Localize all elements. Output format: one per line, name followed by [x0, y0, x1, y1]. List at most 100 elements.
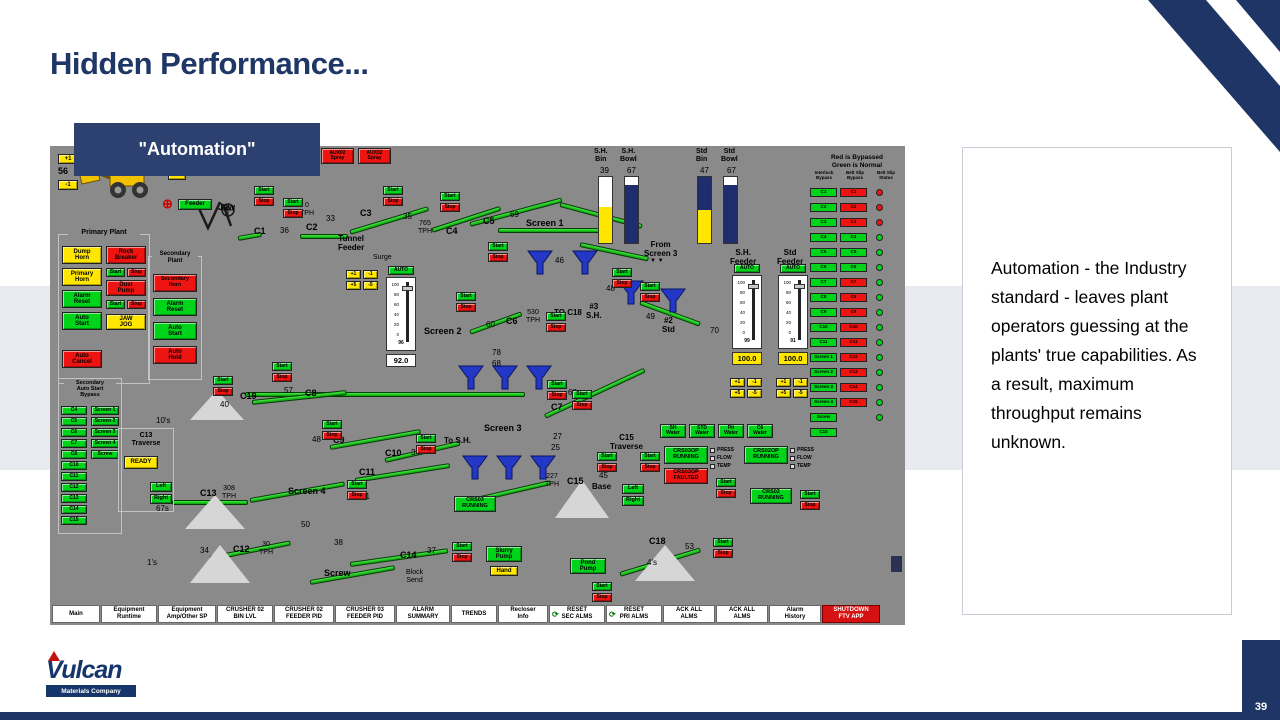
btn-stop[interactable]: Stop: [716, 489, 736, 498]
btn-1[interactable]: +1: [346, 270, 361, 279]
interlock-bypass-cell[interactable]: C15: [810, 428, 837, 437]
btn-start[interactable]: Start: [713, 538, 733, 547]
btn-stop[interactable]: Stop: [283, 209, 303, 218]
btn-auto-start[interactable]: Auto Start: [153, 322, 197, 340]
btn-secondary-horn[interactable]: Secondary Horn: [153, 274, 197, 292]
btn-c5[interactable]: C5: [61, 417, 87, 426]
belt-slip-bypass-cell[interactable]: C3: [840, 218, 867, 227]
btn-c15[interactable]: C15: [61, 516, 87, 525]
btn-start[interactable]: Start: [347, 480, 367, 489]
btn-hand[interactable]: Hand: [490, 566, 518, 576]
btn-1[interactable]: -1: [747, 378, 762, 387]
btn-5[interactable]: -5: [363, 281, 378, 290]
btn-start[interactable]: Start: [716, 478, 736, 487]
nav-button-alarm[interactable]: ALARM SUMMARY: [396, 605, 450, 623]
btn-stop[interactable]: Stop: [592, 593, 612, 602]
btn-pit-water[interactable]: Pit Water: [718, 424, 744, 438]
btn-slurry-pump[interactable]: Slurry Pump: [486, 546, 522, 562]
interlock-bypass-cell[interactable]: C4: [810, 233, 837, 242]
interlock-bypass-cell[interactable]: Screen 3: [810, 383, 837, 392]
interlock-bypass-cell[interactable]: C6: [810, 263, 837, 272]
btn-ready[interactable]: READY: [124, 456, 158, 469]
btn-start[interactable]: Start: [547, 380, 567, 389]
belt-slip-bypass-cell[interactable]: C5: [840, 248, 867, 257]
btn-alarm-reset[interactable]: Alarm Reset: [62, 290, 102, 308]
btn-c4[interactable]: C4: [61, 406, 87, 415]
interlock-bypass-cell[interactable]: C3: [810, 218, 837, 227]
btn-c11[interactable]: C11: [61, 472, 87, 481]
btn-auto-cancel[interactable]: Auto Cancel: [62, 350, 102, 368]
btn-stop[interactable]: Stop: [713, 549, 733, 558]
btn-dump-horn[interactable]: Dump Horn: [62, 246, 102, 264]
btn-screw[interactable]: Screw: [91, 450, 119, 459]
interlock-bypass-cell[interactable]: Screw: [810, 413, 837, 422]
btn-aux02-spray[interactable]: AUX02 Spray: [358, 148, 391, 164]
btn-start[interactable]: Start: [322, 420, 342, 429]
interlock-bypass-cell[interactable]: C2: [810, 203, 837, 212]
btn-1[interactable]: +1: [776, 378, 791, 387]
btn-5[interactable]: -5: [793, 389, 808, 398]
slider-handle[interactable]: [748, 284, 759, 289]
belt-slip-bypass-cell[interactable]: C11: [840, 338, 867, 347]
btn-start[interactable]: Start: [416, 434, 436, 443]
interlock-bypass-cell[interactable]: C1: [810, 188, 837, 197]
btn-stop[interactable]: Stop: [416, 445, 436, 454]
nav-button-crusher-02[interactable]: CRUSHER 02 FEEDER PID: [274, 605, 334, 623]
btn-start[interactable]: Start: [106, 300, 125, 309]
btn-stop[interactable]: Stop: [546, 323, 566, 332]
nav-button-reset[interactable]: RESET PRI ALMS⟳: [606, 605, 662, 623]
btn-rock-breaker[interactable]: Rock Breaker: [106, 246, 146, 264]
btn-stop[interactable]: Stop: [452, 553, 472, 562]
btn-stop[interactable]: Stop: [127, 268, 146, 277]
btn-screen-4[interactable]: Screen 4: [91, 439, 119, 448]
btn-stop[interactable]: Stop: [127, 300, 146, 309]
belt-slip-bypass-cell[interactable]: C6: [840, 263, 867, 272]
btn-stop[interactable]: Stop: [347, 491, 367, 500]
belt-slip-bypass-cell[interactable]: C7: [840, 278, 867, 287]
btn-start[interactable]: Start: [597, 452, 617, 461]
btn-auto[interactable]: AUTO: [734, 264, 760, 273]
btn-start[interactable]: Start: [106, 268, 125, 277]
btn-start[interactable]: Start: [572, 390, 592, 399]
btn-auto[interactable]: AUTO: [388, 266, 414, 275]
interlock-bypass-cell[interactable]: C11: [810, 338, 837, 347]
btn-c14[interactable]: C14: [61, 505, 87, 514]
belt-slip-bypass-cell[interactable]: C10: [840, 323, 867, 332]
btn-5[interactable]: +5: [776, 389, 791, 398]
belt-slip-bypass-cell[interactable]: C15: [840, 398, 867, 407]
nav-button-crusher-02[interactable]: CRUSHER 02 BIN LVL: [217, 605, 273, 623]
btn-start[interactable]: Start: [272, 362, 292, 371]
btn-stop[interactable]: Stop: [597, 463, 617, 472]
belt-slip-bypass-cell[interactable]: C14: [840, 383, 867, 392]
btn-primary-horn[interactable]: Primary Horn: [62, 268, 102, 286]
btn-5[interactable]: +5: [346, 281, 361, 290]
belt-slip-bypass-cell[interactable]: C9: [840, 308, 867, 317]
btn-feeder[interactable]: Feeder: [178, 199, 212, 210]
btn-left[interactable]: Left: [150, 482, 172, 492]
btn-stop[interactable]: Stop: [272, 373, 292, 382]
btn-stop[interactable]: Stop: [440, 203, 460, 212]
btn-crs02op-running[interactable]: CRS02OP RUNNING: [744, 446, 788, 464]
btn-crs03op-faulted[interactable]: CRS03OP FAULTED: [664, 468, 708, 484]
btn-c8[interactable]: C8: [61, 450, 87, 459]
nav-button-crusher-03[interactable]: CRUSHER 03 FEEDER PID: [335, 605, 395, 623]
interlock-bypass-cell[interactable]: C9: [810, 308, 837, 317]
belt-slip-bypass-cell[interactable]: C2: [840, 203, 867, 212]
btn-alarm-reset[interactable]: Alarm Reset: [153, 298, 197, 316]
btn-start[interactable]: Start: [546, 312, 566, 321]
btn-crs02-running[interactable]: CRS02 RUNNING: [750, 488, 792, 504]
btn-start[interactable]: Start: [456, 292, 476, 301]
btn-1[interactable]: +1: [730, 378, 745, 387]
belt-slip-bypass-cell[interactable]: C1: [840, 188, 867, 197]
btn-5[interactable]: -5: [747, 389, 762, 398]
slider-handle[interactable]: [402, 286, 413, 291]
btn-c7[interactable]: C7: [61, 439, 87, 448]
btn-dust-pump[interactable]: Dust Pump: [106, 280, 146, 296]
nav-button-equipment[interactable]: Equipment Runtime: [101, 605, 157, 623]
btn-stop[interactable]: Stop: [612, 279, 632, 288]
slider-handle[interactable]: [794, 284, 805, 289]
btn-1[interactable]: -1: [363, 270, 378, 279]
btn-stop[interactable]: Stop: [322, 431, 342, 440]
btn-pond-pump[interactable]: Pond Pump: [570, 558, 606, 574]
